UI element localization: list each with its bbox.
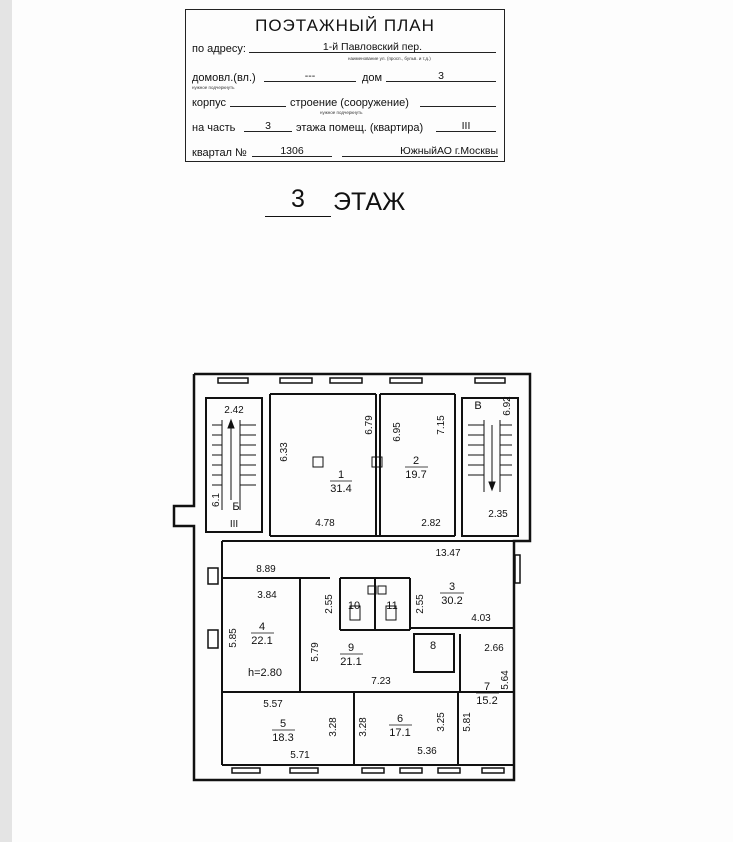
room-9-id: 9 — [348, 642, 354, 654]
dim-label: 5.64 — [500, 670, 511, 690]
dimension-labels: 2.42 6.33 6.79 6.95 7.15 6.92 6.1 4.78 2… — [211, 396, 513, 761]
room-1-area: 31.4 — [330, 483, 351, 495]
dim-label: 2.35 — [488, 509, 508, 520]
dim-label: 3.28 — [328, 717, 339, 737]
floor-number-underline — [265, 216, 331, 217]
room-7-id: 7 — [484, 681, 490, 693]
page-edge — [0, 0, 12, 842]
room-6-area: 17.1 — [389, 727, 410, 739]
dom-value: 3 — [386, 70, 496, 82]
dim-label: 2.55 — [324, 594, 335, 614]
stroenie-label: строение (сооружение) — [290, 97, 409, 109]
stroenie-hint: нужное подчеркнуть — [320, 110, 363, 115]
room-5-area: 18.3 — [272, 732, 293, 744]
dim-label: 13.47 — [435, 548, 460, 559]
room-4-area: 22.1 — [251, 635, 272, 647]
room-4-id: 4 — [259, 621, 265, 633]
room-7-area: 15.2 — [476, 695, 497, 707]
kvartal-value: 1306 — [252, 145, 332, 157]
chast-value: 3 — [244, 120, 292, 132]
fixtures — [312, 456, 397, 621]
etazha-value: III — [436, 120, 496, 132]
domovl-hint: нужное подчеркнуть — [192, 85, 235, 90]
dim-label: 2.82 — [421, 518, 441, 529]
korpus-label: корпус — [192, 97, 227, 109]
address-value: 1-й Павловский пер. — [249, 41, 496, 53]
dim-label: 8.89 — [256, 564, 276, 575]
room-10-id: 10 — [348, 600, 360, 612]
dim-label: 5.81 — [462, 712, 473, 732]
dim-label: 7.15 — [436, 415, 447, 435]
domovl-label: домовл.(вл.) — [192, 72, 256, 84]
stairs-right — [468, 420, 512, 492]
dim-label: 3.84 — [257, 590, 277, 601]
dim-label: 6.33 — [279, 442, 290, 462]
dim-label: 6.1 — [211, 493, 222, 507]
dim-label: 2.42 — [224, 405, 244, 416]
dim-label: 3.28 — [358, 717, 369, 737]
dim-label: 4.78 — [315, 518, 335, 529]
room-3-id: 3 — [449, 581, 455, 593]
title-block: ПОЭТАЖНЫЙ ПЛАН по адресу: 1-й Павловский… — [185, 9, 505, 162]
stair-v-label: В — [474, 400, 481, 412]
room-5-id: 5 — [280, 718, 286, 730]
stair-b-label: Б — [232, 501, 239, 513]
top-windows — [207, 377, 521, 774]
domovl-value: --- — [264, 70, 356, 82]
dim-label: 6.79 — [364, 415, 375, 435]
apartment-marker: III — [230, 519, 238, 530]
ceiling-height: h=2.80 — [248, 667, 282, 679]
address-label: по адресу: — [192, 43, 246, 55]
address-hint: наименование ул. (просп., бульв. и т.д.) — [348, 56, 431, 61]
room-8-id: 8 — [430, 640, 436, 652]
dim-label: 5.85 — [228, 628, 239, 648]
dim-label: 7.23 — [371, 676, 391, 687]
room-11-id: 11 — [386, 600, 397, 612]
room-2-area: 19.7 — [405, 469, 426, 481]
dim-label: 5.36 — [417, 746, 437, 757]
dim-label: 5.79 — [310, 642, 321, 662]
etazha-label: этажа помещ. (квартира) — [296, 122, 424, 134]
dim-label: 6.95 — [392, 422, 403, 442]
dim-label: 3.25 — [436, 712, 447, 732]
kvartal-label: квартал № — [192, 147, 247, 159]
chast-label: на часть — [192, 122, 236, 134]
room-2-id: 2 — [413, 455, 419, 467]
dim-label: 2.55 — [415, 594, 426, 614]
okrug-value: ЮжныйАО г.Москвы — [342, 145, 498, 157]
room-1-id: 1 — [338, 469, 344, 481]
outer-wall — [172, 372, 532, 782]
dim-label: 5.71 — [290, 750, 310, 761]
stairs-left — [212, 418, 256, 510]
room-9-area: 21.1 — [340, 656, 361, 668]
dim-label: 6.92 — [502, 396, 513, 416]
room-3-area: 30.2 — [441, 595, 462, 607]
dim-label: 4.03 — [471, 613, 491, 624]
dim-label: 2.66 — [484, 643, 504, 654]
stroenie-value — [420, 95, 496, 107]
dom-label: дом — [362, 72, 383, 84]
title-block-title: ПОЭТАЖНЫЙ ПЛАН — [255, 16, 435, 35]
floor-number: 3 — [291, 185, 305, 213]
korpus-value — [230, 95, 286, 107]
floor-word: ЭТАЖ — [333, 188, 406, 216]
interior-walls — [205, 393, 519, 766]
dim-label: 5.57 — [263, 699, 283, 710]
room-6-id: 6 — [397, 713, 403, 725]
